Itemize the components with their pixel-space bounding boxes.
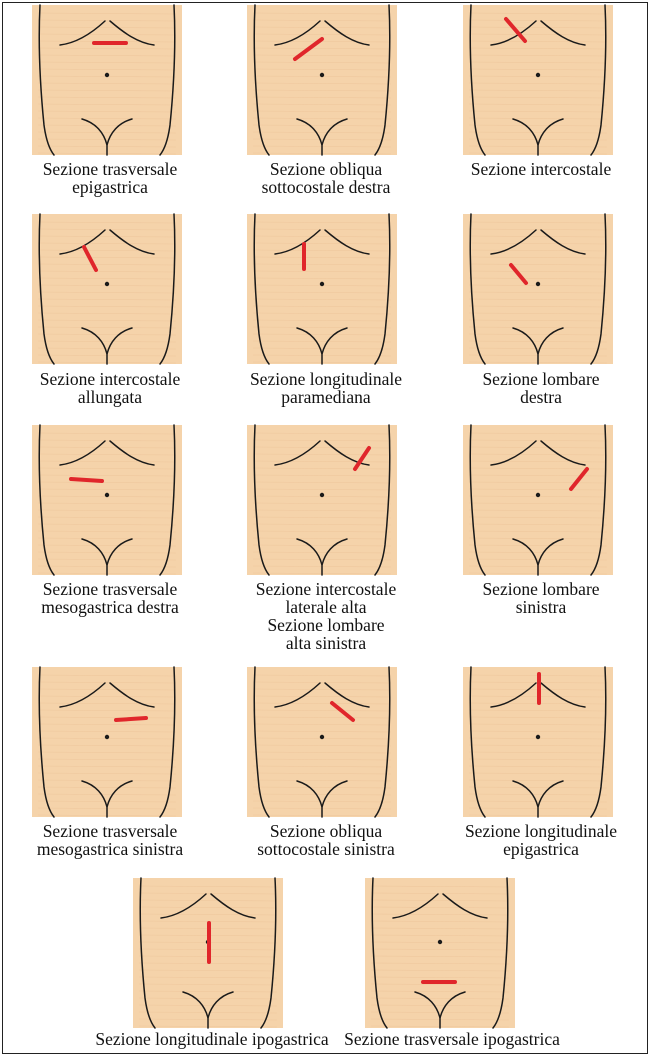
caption-line: sottocostale destra (196, 178, 456, 196)
torso-figure (365, 878, 515, 1028)
caption-line: Sezione lombare (196, 616, 456, 634)
incision-panel-sezione-trasversale-ipogastrica (365, 878, 515, 1028)
incision-panel-sezione-intercostale-allungata (32, 214, 182, 364)
incision-panel-sezione-trasversale-mesogastrica-sinistra (32, 667, 182, 817)
incision-panel-sezione-longitudinale-ipogastrica (133, 878, 283, 1028)
caption-line: Sezione longitudinale (411, 822, 652, 840)
torso-figure (247, 214, 397, 364)
panel-caption: Sezione longitudinaleepigastrica (411, 822, 652, 858)
torso-figure (32, 214, 182, 364)
navel (105, 73, 109, 77)
incision-panel-sezione-obliqua-sottocostale-destra (247, 5, 397, 155)
torso-figure (463, 667, 613, 817)
incision-mark (71, 479, 102, 481)
navel (536, 282, 540, 286)
caption-line: destra (411, 388, 652, 406)
navel (536, 493, 540, 497)
torso-figure (32, 425, 182, 575)
caption-line: Sezione trasversale ipogastrica (322, 1030, 582, 1048)
navel (320, 73, 324, 77)
incision-panel-sezione-lombare-destra (463, 214, 613, 364)
incision-panel-sezione-longitudinale-paramediana (247, 214, 397, 364)
caption-line: Sezione lombare (411, 580, 652, 598)
navel (320, 735, 324, 739)
incision-mark (116, 718, 146, 720)
torso-figure (247, 5, 397, 155)
caption-line: epigastrica (411, 840, 652, 858)
navel (438, 940, 442, 944)
panel-caption: Sezione intercostale (411, 160, 652, 178)
caption-line: alta sinistra (196, 634, 456, 652)
incision-panel-sezione-intercostale (463, 5, 613, 155)
navel (105, 282, 109, 286)
caption-line: sinistra (411, 598, 652, 616)
navel (320, 282, 324, 286)
caption-line: Sezione intercostale (411, 160, 652, 178)
caption-line: Sezione lombare (411, 370, 652, 388)
torso-figure (463, 425, 613, 575)
torso-figure (463, 5, 613, 155)
navel (536, 73, 540, 77)
torso-figure (32, 5, 182, 155)
caption-line: Sezione longitudinale ipogastrica (82, 1030, 342, 1048)
panel-caption: Sezione trasversale ipogastrica (322, 1030, 582, 1048)
navel (536, 735, 540, 739)
incision-panel-sezione-intercostale-laterale-alta (247, 425, 397, 575)
incision-panel-sezione-longitudinale-epigastrica (463, 667, 613, 817)
panel-caption: Sezione longitudinale ipogastrica (82, 1030, 342, 1048)
incision-panel-sezione-obliqua-sottocostale-sinistra (247, 667, 397, 817)
torso-figure (247, 667, 397, 817)
torso-figure (32, 667, 182, 817)
incision-panel-sezione-trasversale-mesogastrica-destra (32, 425, 182, 575)
navel (105, 493, 109, 497)
incision-panel-sezione-lombare-sinistra (463, 425, 613, 575)
torso-figure (247, 425, 397, 575)
incision-panel-sezione-trasversale-epigastrica (32, 5, 182, 155)
navel (320, 493, 324, 497)
torso-figure (463, 214, 613, 364)
torso-figure (133, 878, 283, 1028)
navel (105, 735, 109, 739)
